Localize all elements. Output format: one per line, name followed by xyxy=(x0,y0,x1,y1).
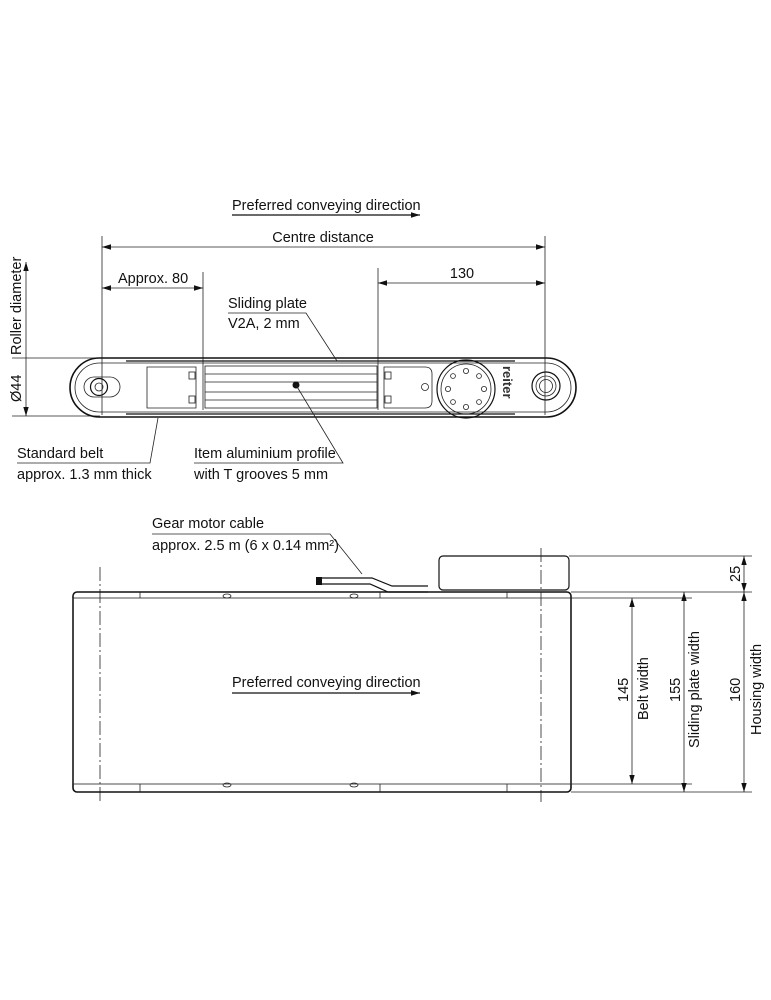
drive-roller-inner xyxy=(539,379,553,393)
roller-diameter-value: Ø44 xyxy=(9,375,25,402)
approx-80-label: Approx. 80 xyxy=(118,271,188,287)
top-view-inner-belt xyxy=(74,362,572,413)
right-plate-tab-top xyxy=(384,371,392,380)
profile-line1: Item aluminium profile xyxy=(194,446,336,462)
left-plate-tab-bottom xyxy=(188,395,196,404)
flange-bolt-2 xyxy=(480,385,487,392)
top-direction-label: Preferred conveying direction xyxy=(232,198,421,214)
dim-160-label: 160 xyxy=(728,678,744,702)
flange-bolt-4 xyxy=(444,385,451,392)
sliding-plate-line1: Sliding plate xyxy=(228,296,307,312)
standard-belt-line1: Standard belt xyxy=(17,446,103,462)
cable-line1: Gear motor cable xyxy=(152,516,264,532)
drive-roller-outer xyxy=(531,371,561,401)
top-view: Preferred conveying direction Centre dis… xyxy=(9,198,577,483)
right-end-plate xyxy=(383,366,433,409)
aluminium-profile xyxy=(204,365,378,409)
roller-diameter-label: Roller diameter xyxy=(9,257,25,355)
motor-flange-inner xyxy=(440,363,492,415)
flange-bolt-3 xyxy=(462,403,469,410)
dim-130-label: 130 xyxy=(450,266,474,282)
tension-slot xyxy=(83,376,121,398)
sliding-plate-width-label: Sliding plate width xyxy=(687,631,703,748)
left-roller-axle xyxy=(89,377,109,397)
sliding-plate-leader xyxy=(228,312,338,362)
standard-belt-line2: approx. 1.3 mm thick xyxy=(17,467,152,483)
right-plate-screw xyxy=(421,383,429,391)
side-view: Gear motor cable approx. 2.5 m (6 x 0.14… xyxy=(72,516,765,802)
housing-outline xyxy=(72,591,572,793)
profile-line2: with T grooves 5 mm xyxy=(193,467,328,483)
drive-roller-mid xyxy=(535,375,557,397)
flange-bolt-1 xyxy=(462,367,469,374)
dim-25-label: 25 xyxy=(728,566,744,582)
sliding-plate-line2: V2A, 2 mm xyxy=(228,316,300,332)
gear-motor xyxy=(438,555,570,591)
side-screw-4 xyxy=(349,782,359,788)
motor-cable-top xyxy=(321,577,428,587)
brand-mark: reiter xyxy=(500,366,515,399)
belt-width-label: Belt width xyxy=(636,657,652,720)
cable-end xyxy=(316,577,322,585)
standard-belt-leader xyxy=(17,417,159,464)
motor-flange xyxy=(436,359,496,419)
dim-155-label: 155 xyxy=(668,678,684,702)
cable-leader xyxy=(152,533,363,575)
left-plate-tab-top xyxy=(188,371,196,380)
housing-width-label: Housing width xyxy=(749,644,765,735)
side-screw-3 xyxy=(222,782,232,788)
flange-bolt-6 xyxy=(476,373,482,379)
dim-145-label: 145 xyxy=(616,678,632,702)
flange-bolt-5 xyxy=(450,373,456,379)
side-screw-1 xyxy=(222,593,232,599)
top-view-outer-belt xyxy=(69,357,577,418)
side-direction-label: Preferred conveying direction xyxy=(232,675,421,691)
profile-leader xyxy=(194,384,344,464)
left-roller-bore xyxy=(94,382,104,392)
centre-distance-label: Centre distance xyxy=(272,230,374,246)
right-plate-tab-bottom xyxy=(384,395,392,404)
side-screw-2 xyxy=(349,593,359,599)
cable-line2: approx. 2.5 m (6 x 0.14 mm²) xyxy=(152,538,339,554)
motor-cable-bottom xyxy=(321,583,428,593)
belt-outline xyxy=(72,597,572,785)
left-end-plate xyxy=(146,366,197,409)
flange-bolt-7 xyxy=(450,399,456,405)
flange-bolt-8 xyxy=(476,399,482,405)
